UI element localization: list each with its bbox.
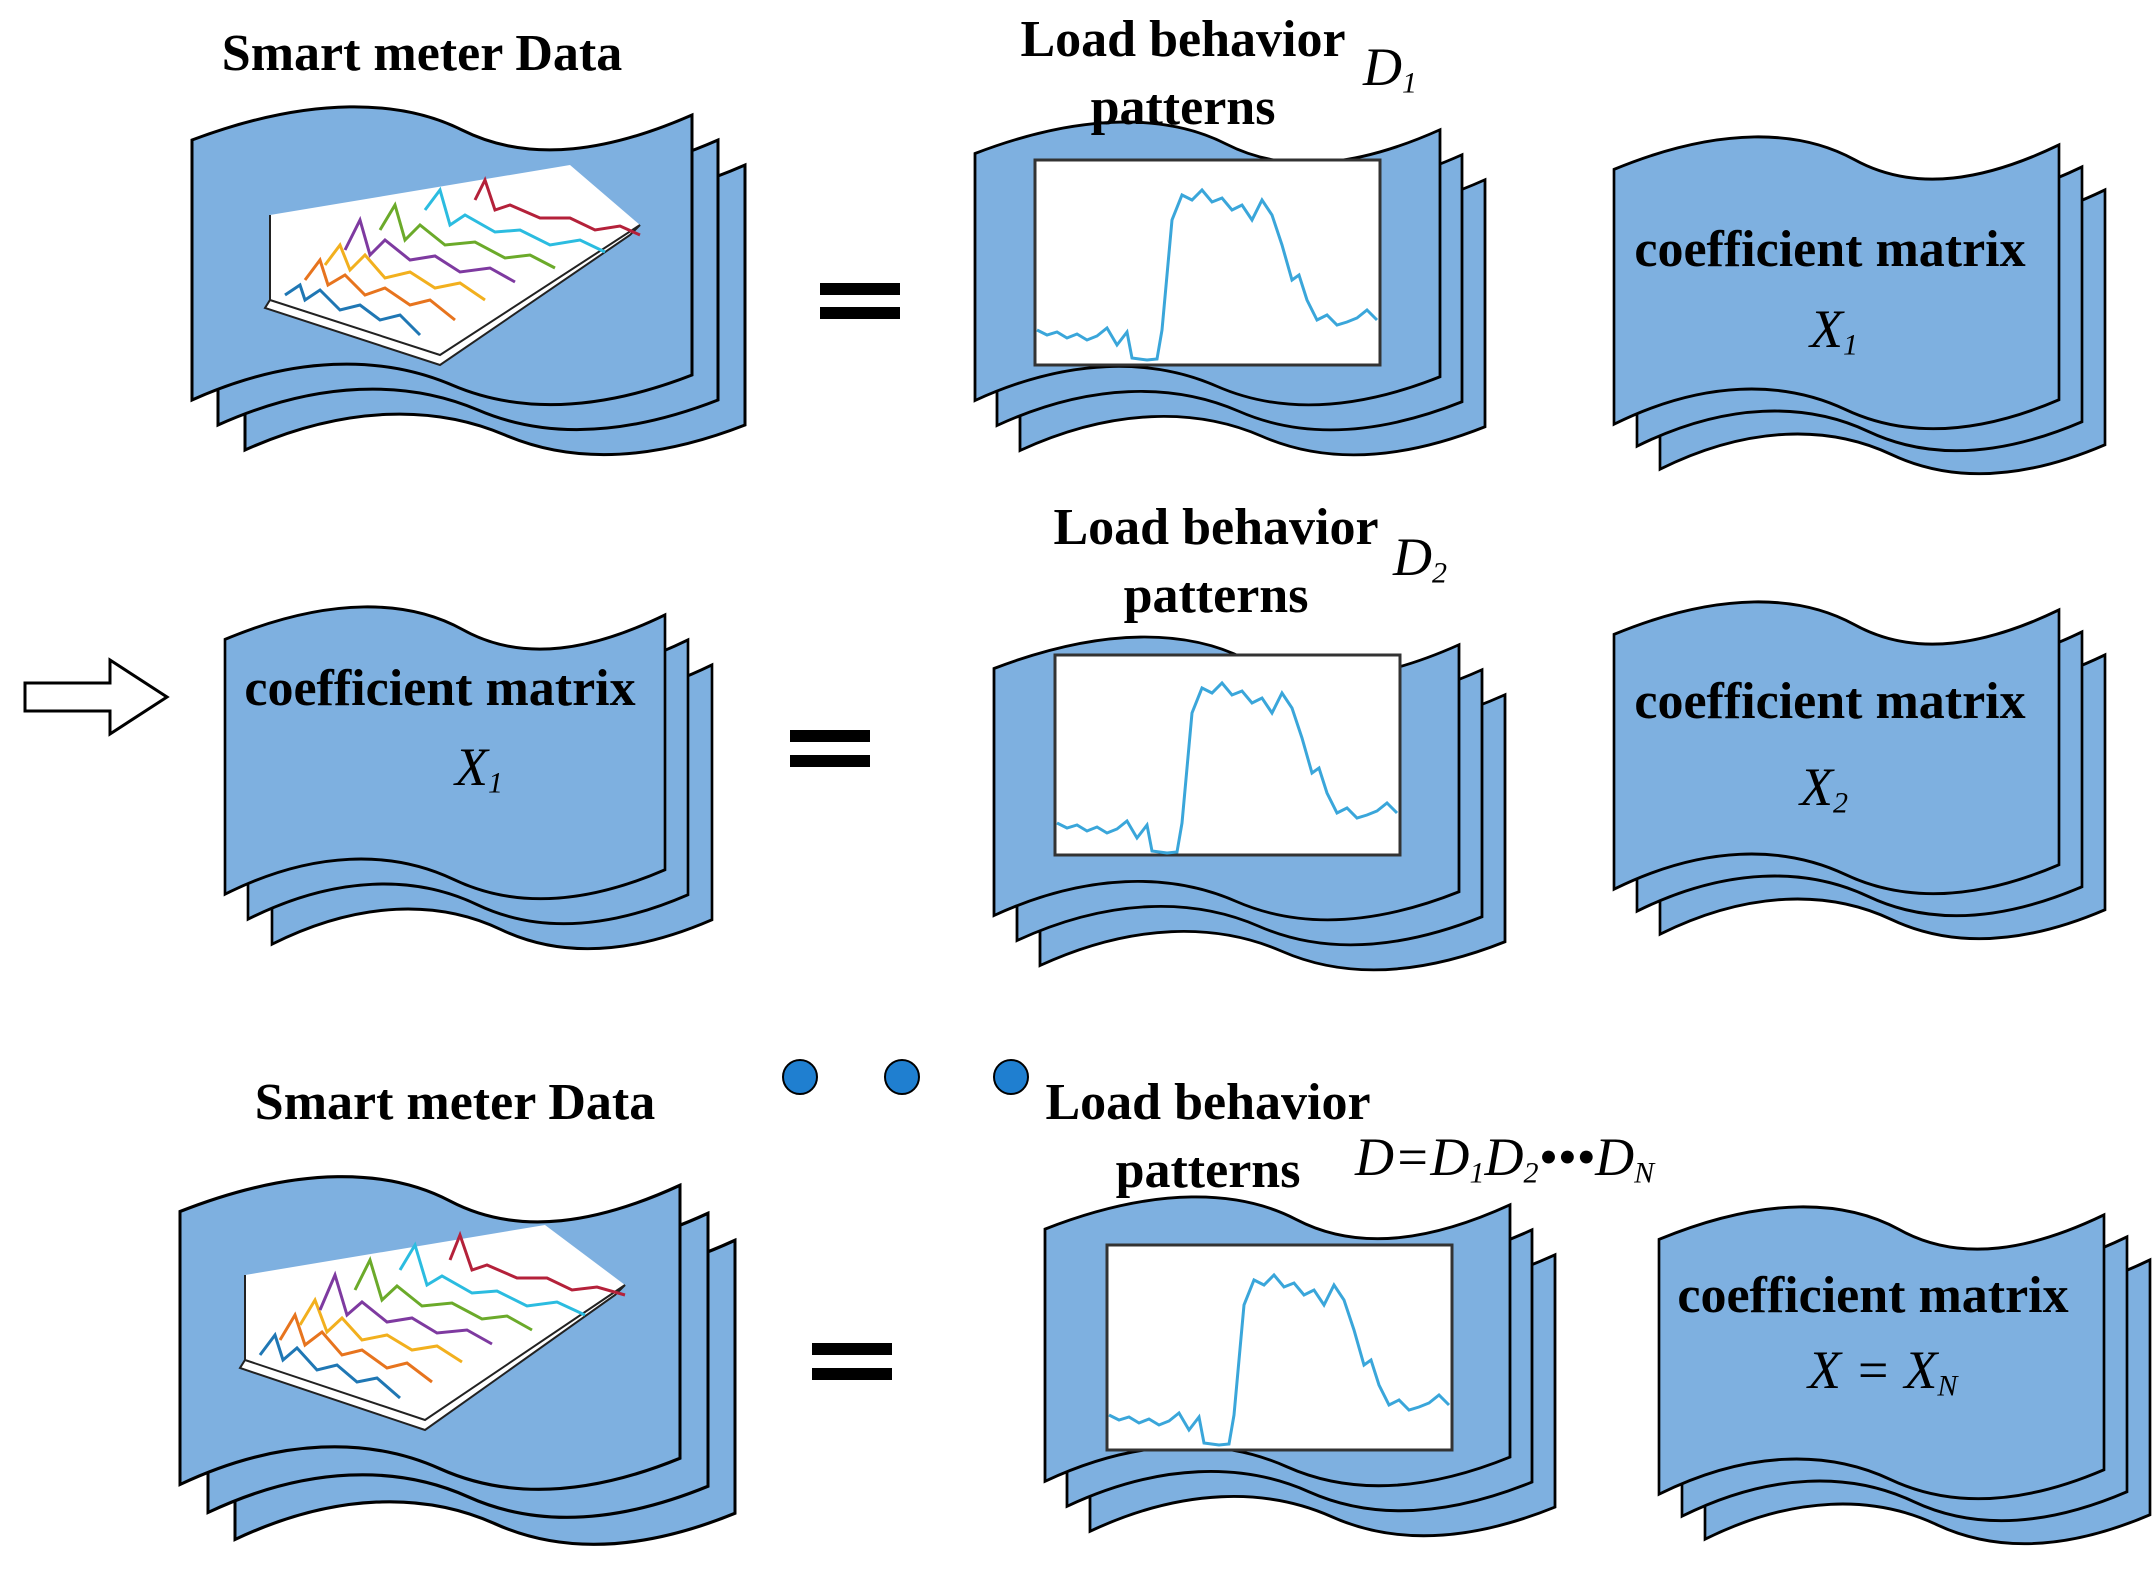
load-pattern-plot-2 [1053, 653, 1402, 857]
load-pattern-stack-2 [992, 635, 1507, 972]
coefficient-stack-2 [223, 605, 714, 951]
coefficient-stack-1 [1612, 135, 2107, 476]
equals-sign-icon [812, 1343, 892, 1380]
smart-meter-stack-1 [190, 105, 747, 457]
load-pattern-stack-3 [1043, 1195, 1557, 1538]
equals-sign-icon [820, 283, 900, 319]
three-dots-icon [782, 1059, 1029, 1095]
equals-sign-icon [790, 730, 870, 767]
load-pattern-plot-1 [1033, 158, 1382, 367]
smart-meter-3d-chart-2 [238, 1225, 626, 1432]
load-pattern-stack-1 [973, 120, 1487, 457]
coefficient-stack-3 [1612, 600, 2107, 941]
smart-meter-stack-2 [178, 1175, 737, 1547]
load-pattern-plot-3 [1105, 1243, 1454, 1452]
right-arrow-outline-icon [23, 657, 170, 737]
smart-meter-3d-chart-1 [263, 165, 641, 367]
coefficient-stack-4 [1657, 1205, 2152, 1546]
